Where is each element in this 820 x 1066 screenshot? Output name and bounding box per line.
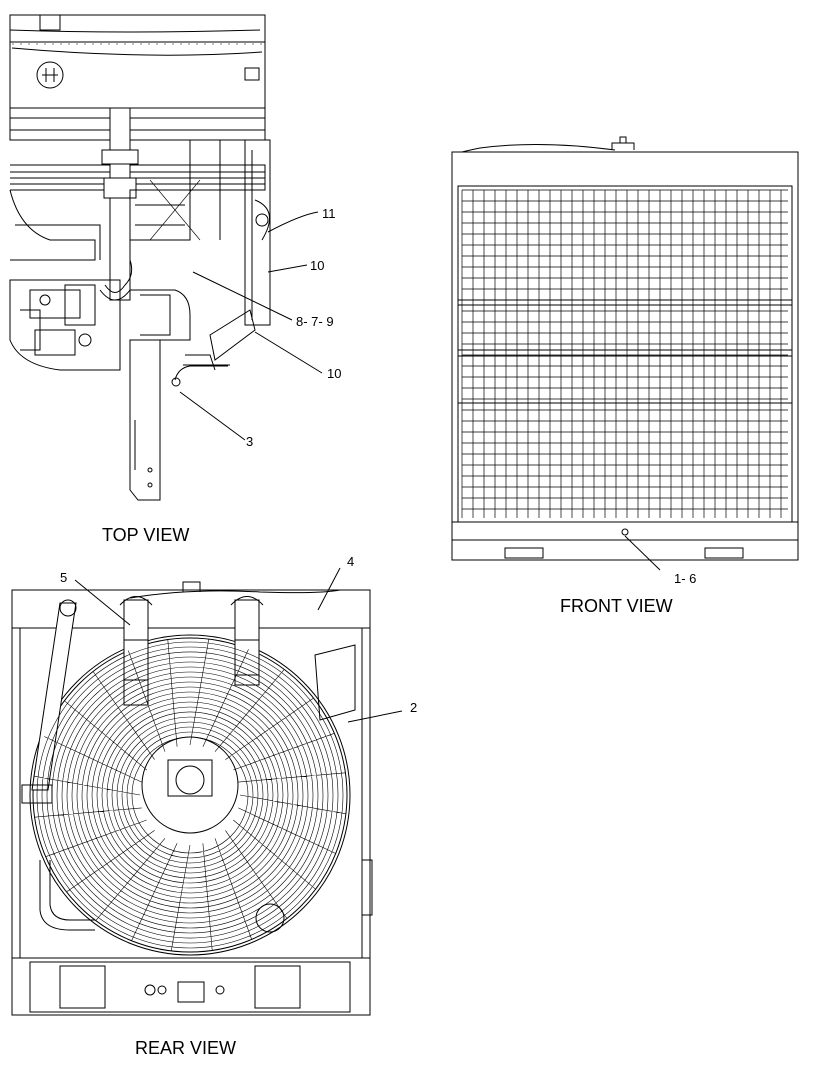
top-view-title: TOP VIEW [102, 525, 189, 545]
callout-11: 11 [322, 206, 336, 221]
callout-4: 4 [347, 554, 354, 569]
top-view-drawing [9, 14, 271, 501]
rear-view-leaders [74, 567, 403, 723]
rear-view-drawing [11, 581, 373, 1016]
front-view-leader [624, 535, 661, 571]
callout-2: 2 [410, 700, 417, 715]
rear-view-title: REAR VIEW [135, 1038, 236, 1058]
front-view-title: FRONT VIEW [560, 596, 673, 616]
front-view-drawing [451, 136, 799, 561]
rear-view-fan-guard [34, 639, 346, 951]
top-view-leaders [179, 211, 323, 441]
callout-3: 3 [246, 434, 253, 449]
front-view-core-grid [461, 189, 788, 518]
callout-8-7-9: 8- 7- 9 [296, 314, 334, 329]
callout-1-6: 1- 6 [674, 571, 696, 586]
callout-10-upper: 10 [310, 258, 324, 273]
callout-5: 5 [60, 570, 67, 585]
callout-10-lower: 10 [327, 366, 341, 381]
